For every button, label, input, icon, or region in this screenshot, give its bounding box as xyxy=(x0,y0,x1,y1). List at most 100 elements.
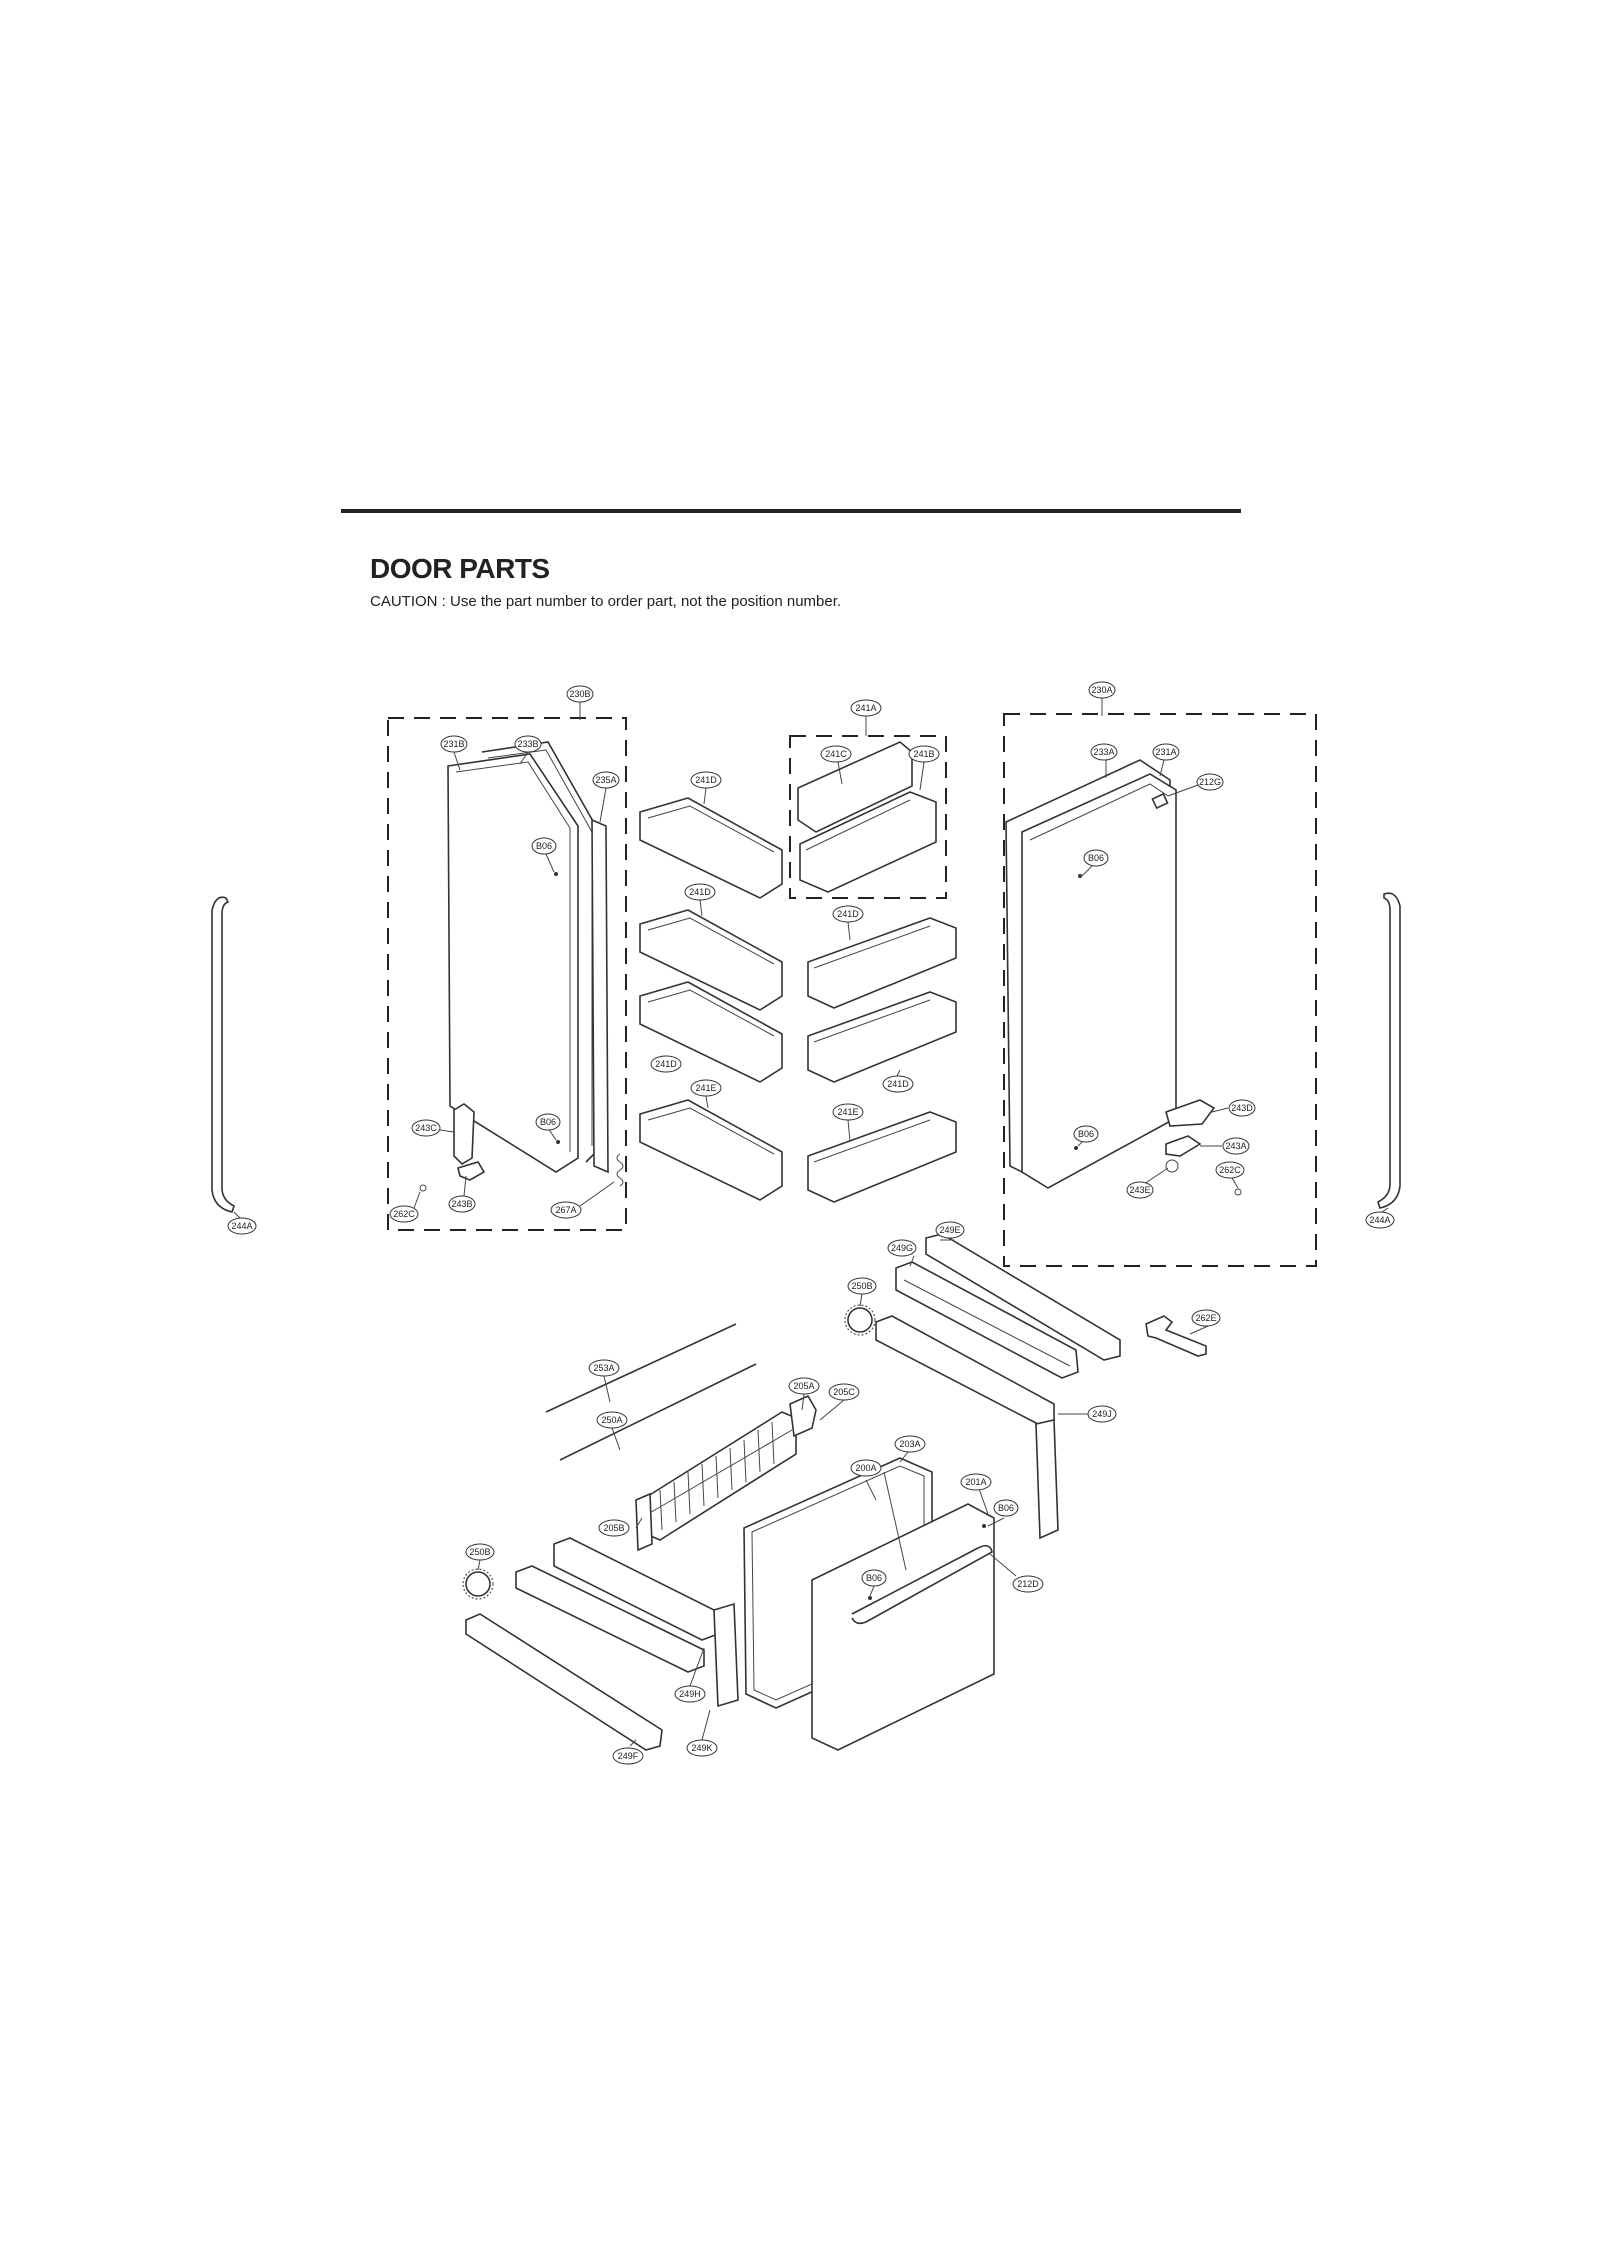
label-243D: 243D xyxy=(1228,1099,1256,1117)
label-205A: 205A xyxy=(788,1377,820,1395)
right-door-assembly xyxy=(1003,713,1317,1267)
callout-labels: 230B 231B 233B 235A B06 B06 243C 243B 26… xyxy=(227,681,1395,1765)
svg-text:205A: 205A xyxy=(793,1381,814,1391)
label-230A: 230A xyxy=(1088,681,1116,699)
svg-text:243D: 243D xyxy=(1231,1103,1253,1113)
left-door-panel xyxy=(447,753,579,1173)
label-241C: 241C xyxy=(820,745,852,763)
label-205B: 205B xyxy=(598,1519,630,1537)
svg-text:262C: 262C xyxy=(393,1209,415,1219)
left-door-assembly xyxy=(387,717,627,1231)
svg-text:230B: 230B xyxy=(569,689,590,699)
right-door-screw xyxy=(1078,874,1082,878)
svg-text:241D: 241D xyxy=(695,775,717,785)
svg-text:B06: B06 xyxy=(536,841,552,851)
bin-241D-b xyxy=(639,909,783,1011)
svg-text:241D: 241D xyxy=(837,909,859,919)
label-B06-left-low: B06 xyxy=(535,1113,561,1131)
right-hinge-243A xyxy=(1165,1135,1202,1157)
label-241D-1: 241D xyxy=(690,771,722,789)
label-262C-right: 262C xyxy=(1215,1161,1245,1179)
svg-text:205C: 205C xyxy=(833,1387,855,1397)
svg-text:233A: 233A xyxy=(1093,747,1114,757)
label-250B-top: 250B xyxy=(847,1277,877,1295)
label-212G: 212G xyxy=(1196,773,1224,791)
svg-text:241E: 241E xyxy=(837,1107,858,1117)
door-bins xyxy=(639,735,957,1203)
right-door-badge-212G xyxy=(1151,792,1169,810)
label-B06-right: B06 xyxy=(1083,849,1109,867)
right-hinge-243D xyxy=(1165,1099,1216,1127)
label-250B-bot: 250B xyxy=(465,1543,495,1561)
bin-cover-241C xyxy=(797,741,913,833)
label-243C: 243C xyxy=(411,1119,441,1137)
right-washer-262C xyxy=(1234,1188,1242,1196)
bin-241B xyxy=(799,791,937,893)
svg-text:B06: B06 xyxy=(540,1117,556,1127)
label-B06-right-low: B06 xyxy=(1073,1125,1099,1143)
page-title: DOOR PARTS xyxy=(370,553,550,584)
gear-250B-top xyxy=(847,1307,873,1333)
left-spring-267A xyxy=(616,1153,624,1187)
label-231B: 231B xyxy=(440,735,468,753)
label-249J: 249J xyxy=(1087,1405,1117,1423)
label-244A-left: 244A xyxy=(227,1217,257,1235)
label-249F: 249F xyxy=(612,1747,644,1765)
label-253A: 253A xyxy=(588,1359,620,1377)
label-267A: 267A xyxy=(550,1201,582,1219)
left-door-screw xyxy=(554,872,558,876)
left-hinge-243B xyxy=(457,1161,486,1181)
bin-241A-group-box xyxy=(789,735,947,899)
svg-text:253A: 253A xyxy=(593,1363,614,1373)
label-249G: 249G xyxy=(887,1239,917,1257)
bin-241D-c xyxy=(639,981,783,1083)
svg-text:250B: 250B xyxy=(469,1547,490,1557)
label-B06-drawer2: B06 xyxy=(861,1569,887,1587)
label-250A: 250A xyxy=(596,1411,628,1429)
svg-text:250B: 250B xyxy=(851,1281,872,1291)
svg-text:241D: 241D xyxy=(887,1079,909,1089)
svg-text:249G: 249G xyxy=(891,1243,913,1253)
bracket-205B xyxy=(635,1492,653,1552)
label-201A: 201A xyxy=(960,1473,992,1491)
header-rule xyxy=(341,509,1241,513)
rail-249F xyxy=(465,1613,663,1751)
slide-249K xyxy=(515,1565,705,1673)
svg-text:230A: 230A xyxy=(1091,685,1112,695)
clip-205C xyxy=(789,1394,817,1438)
bin-241E-a xyxy=(639,1099,783,1201)
label-241E-1: 241E xyxy=(690,1079,722,1097)
svg-text:201A: 201A xyxy=(965,1477,986,1487)
label-243A: 243A xyxy=(1222,1137,1250,1155)
label-212D: 212D xyxy=(1012,1575,1044,1593)
left-bracket-243C xyxy=(453,1103,475,1166)
svg-text:250A: 250A xyxy=(601,1415,622,1425)
label-231A: 231A xyxy=(1152,743,1180,761)
svg-text:262C: 262C xyxy=(1219,1165,1241,1175)
label-249H: 249H xyxy=(674,1685,706,1703)
svg-text:B06: B06 xyxy=(998,1503,1014,1513)
right-door-panel xyxy=(1021,773,1177,1189)
label-233B: 233B xyxy=(514,735,542,753)
svg-text:243B: 243B xyxy=(451,1199,472,1209)
drawer-screw-B06 xyxy=(868,1596,872,1600)
left-door-cap xyxy=(591,818,609,1174)
svg-text:241D: 241D xyxy=(655,1059,677,1069)
label-205C: 205C xyxy=(828,1383,860,1401)
label-241B: 241B xyxy=(908,745,940,763)
label-243E: 243E xyxy=(1126,1181,1154,1199)
svg-text:241E: 241E xyxy=(695,1083,716,1093)
bin-241D-d xyxy=(807,917,957,1009)
right-door-screw-low xyxy=(1074,1146,1078,1150)
svg-text:203A: 203A xyxy=(899,1439,920,1449)
svg-text:235A: 235A xyxy=(595,775,616,785)
caution-note: CAUTION : Use the part number to order p… xyxy=(370,593,842,610)
label-241D-5: 241D xyxy=(882,1075,914,1093)
label-262C-left: 262C xyxy=(389,1205,419,1223)
left-handle-244A xyxy=(211,896,235,1213)
svg-text:262E: 262E xyxy=(1195,1313,1216,1323)
slide-249J-leg xyxy=(1035,1419,1059,1540)
drawer-front-201A xyxy=(811,1503,995,1751)
svg-text:249F: 249F xyxy=(618,1751,639,1761)
